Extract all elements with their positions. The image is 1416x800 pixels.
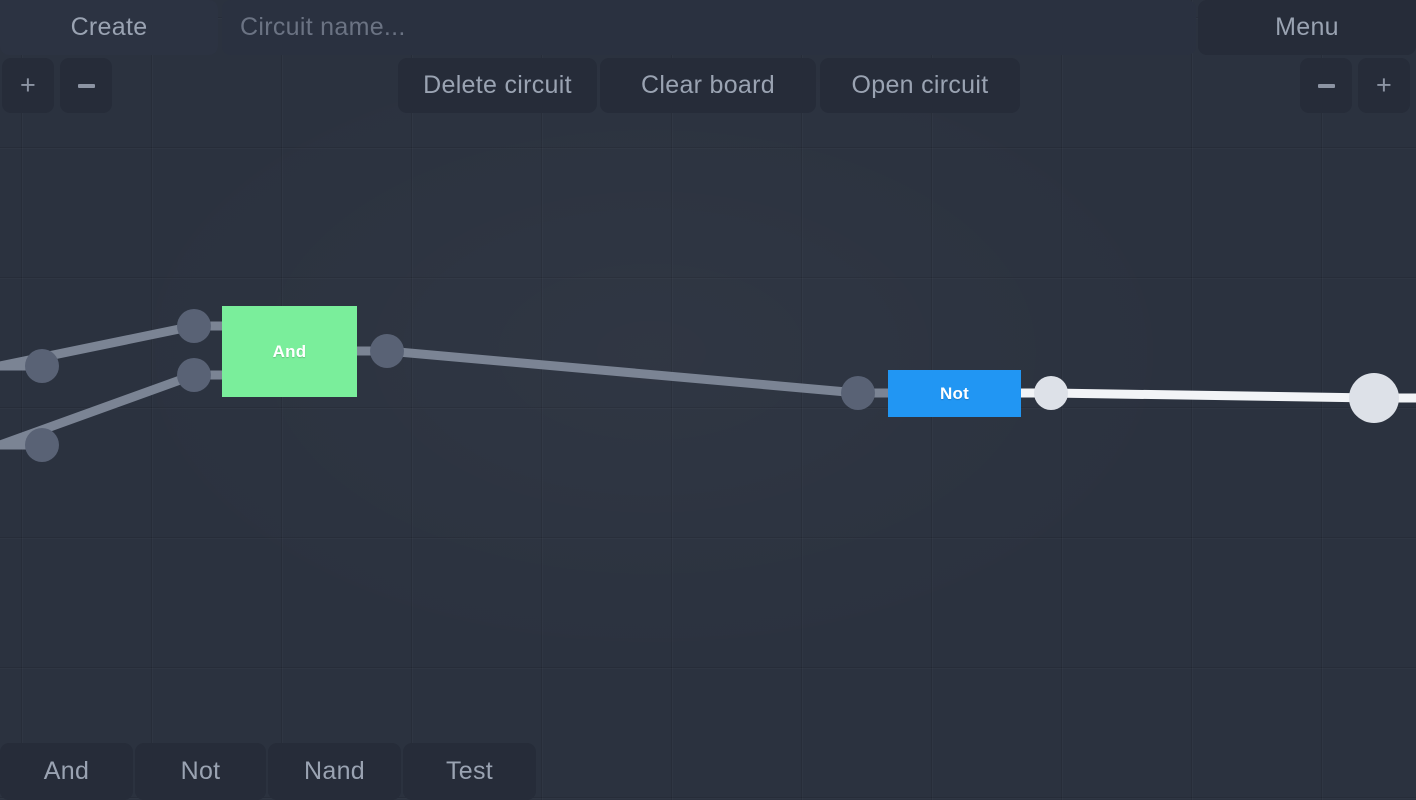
gate-not[interactable]: Not [888, 370, 1021, 417]
zoom-out-left-button[interactable] [60, 58, 112, 113]
open-circuit-button[interactable]: Open circuit [820, 58, 1020, 113]
node-not-out[interactable] [1034, 376, 1068, 410]
node-and-in-1[interactable] [177, 309, 211, 343]
node-and-out[interactable] [370, 334, 404, 368]
create-button[interactable]: Create [0, 0, 218, 55]
palette-item-nand[interactable]: Nand [268, 743, 401, 800]
plus-icon: + [1375, 70, 1393, 100]
palette-item-test[interactable]: Test [403, 743, 536, 800]
zoom-in-right-button[interactable]: + [1358, 58, 1410, 113]
gate-label: Not [940, 383, 969, 403]
node-and-in-2[interactable] [177, 358, 211, 392]
gate-label: And [272, 341, 307, 361]
palette-item-not[interactable]: Not [135, 743, 266, 800]
plus-icon: + [19, 70, 37, 100]
toolbar-header: Create Menu + Delete circuit Clear board… [0, 0, 1416, 114]
minus-icon [1317, 83, 1335, 88]
node-not-in[interactable] [841, 376, 875, 410]
node-in-b[interactable] [25, 428, 59, 462]
circuit-name-input[interactable] [222, 0, 1196, 55]
zoom-in-left-button[interactable]: + [2, 58, 54, 113]
delete-circuit-button[interactable]: Delete circuit [398, 58, 597, 113]
node-in-a[interactable] [25, 349, 59, 383]
node-sink-out[interactable] [1349, 373, 1399, 423]
palette-item-and[interactable]: And [0, 743, 133, 800]
wire-on[interactable] [1046, 388, 1379, 403]
zoom-out-right-button[interactable] [1300, 58, 1352, 113]
minus-icon [77, 83, 95, 88]
clear-board-button[interactable]: Clear board [600, 58, 816, 113]
toolbar-row-bottom: + Delete circuit Clear board Open circui… [0, 58, 1416, 114]
menu-button[interactable]: Menu [1198, 0, 1416, 55]
gate-and[interactable]: And [222, 306, 357, 397]
toolbar-row-top: Create Menu [0, 0, 1416, 56]
wires-group [0, 321, 1416, 450]
wire-off[interactable] [382, 346, 863, 398]
